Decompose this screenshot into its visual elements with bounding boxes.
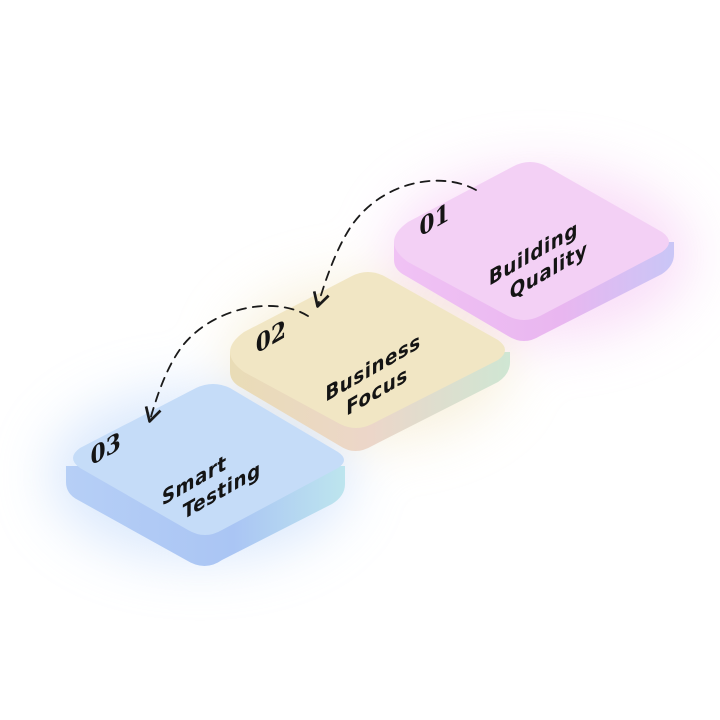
- tile-top: [394, 162, 669, 320]
- arrow-01-to-02: [312, 179, 477, 308]
- step-tile-01: 01 Building Quality: [394, 162, 674, 341]
- tile-top: [230, 272, 505, 428]
- tile-top: [73, 384, 344, 535]
- arrow-02-to-03: [144, 305, 309, 423]
- step-tile-03: 03 Smart Testing: [66, 384, 345, 566]
- step-tile-02: 02 Business Focus: [230, 272, 510, 451]
